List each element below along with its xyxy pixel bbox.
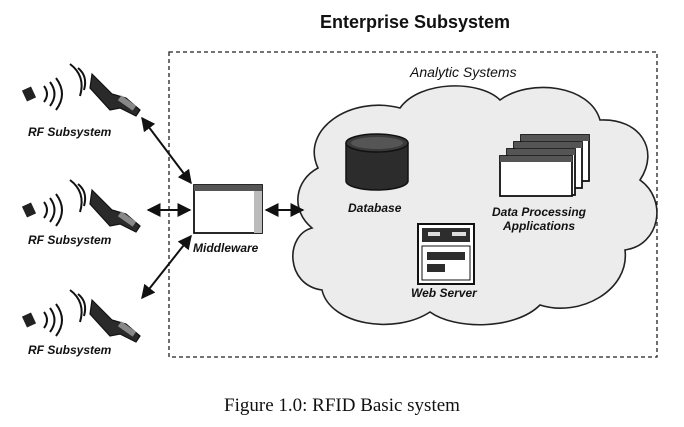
- figure-caption: Figure 1.0: RFID Basic system: [224, 395, 460, 416]
- data-processing-label-line2: Applications: [502, 219, 575, 233]
- rf-reader-icon: [21, 63, 141, 117]
- rf-reader-icon: [21, 289, 141, 343]
- rf-subsystem-label: RF Subsystem: [28, 233, 112, 247]
- arrow-rf-top-middleware: [141, 116, 192, 185]
- enterprise-subsystem-title: Enterprise Subsystem: [319, 12, 511, 32]
- middleware-icon: [193, 184, 263, 234]
- database-label: Database: [348, 201, 402, 215]
- analytic-systems-label: Analytic Systems: [410, 64, 517, 80]
- rf-subsystem-label: RF Subsystem: [28, 343, 112, 357]
- arrow-rf-bottom-middleware: [141, 234, 192, 300]
- enterprise-boundary: [168, 51, 658, 358]
- rf-reader-icon: [21, 179, 141, 233]
- web-server-icon: [417, 223, 475, 285]
- web-server-label: Web Server: [411, 286, 477, 300]
- data-processing-icon: [499, 134, 590, 197]
- middleware-label: Middleware: [193, 241, 259, 255]
- data-processing-label-line1: Data Processing: [491, 205, 587, 219]
- database-icon: [345, 133, 409, 191]
- rf-subsystem-label: RF Subsystem: [28, 125, 112, 139]
